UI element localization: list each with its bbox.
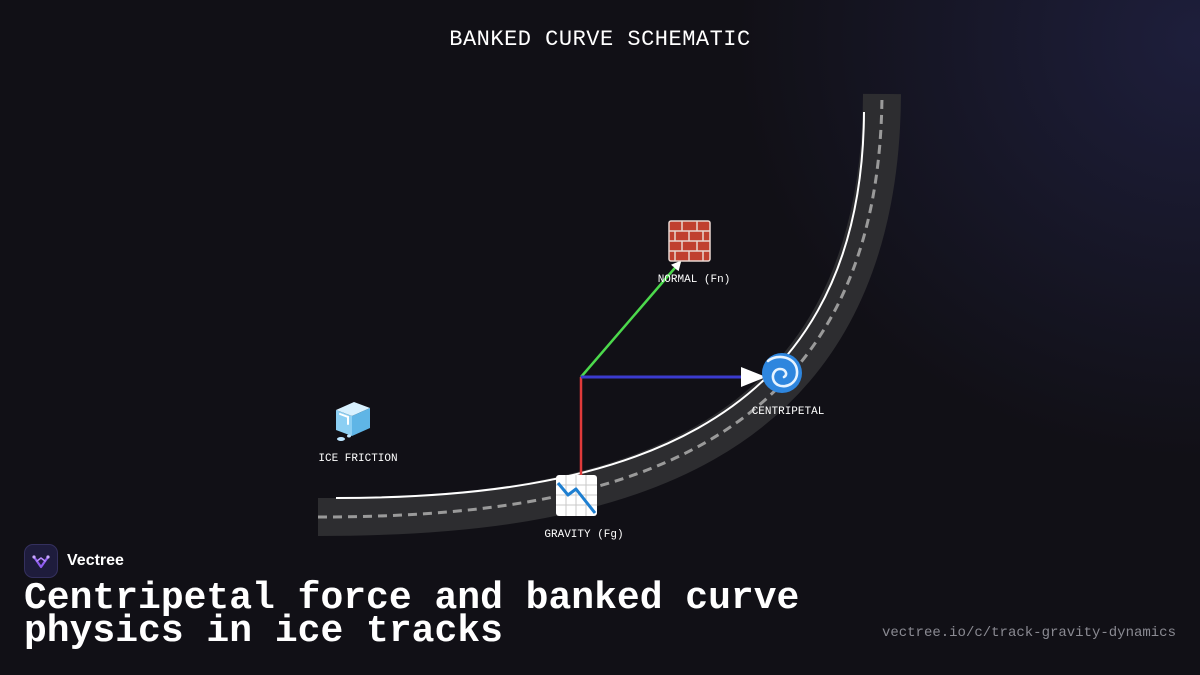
source-url[interactable]: vectree.io/c/track-gravity-dynamics xyxy=(881,625,1176,641)
brand: Vectree xyxy=(24,544,124,578)
normal-vector xyxy=(580,260,682,378)
centripetal-arrowhead xyxy=(741,367,766,387)
ice-cube-icon xyxy=(336,402,370,441)
cyclone-icon xyxy=(762,353,802,393)
brick-icon xyxy=(668,220,711,262)
brand-name: Vectree xyxy=(67,552,124,569)
track-center-line xyxy=(317,93,884,519)
centripetal-label: CENTRIPETAL xyxy=(752,406,825,418)
chart-decreasing-icon xyxy=(556,475,597,516)
gravity-label: GRAVITY (Fg) xyxy=(544,529,623,541)
track-band xyxy=(317,93,901,536)
ice-friction-label: ICE FRICTION xyxy=(318,453,397,465)
vectree-logo-icon xyxy=(24,544,58,578)
track-inner-edge xyxy=(335,111,865,499)
diagram-title: BANKED CURVE SCHEMATIC xyxy=(449,27,751,52)
normal-label: NORMAL (Fn) xyxy=(658,274,731,286)
headline: Centripetal force and banked curve physi… xyxy=(24,577,800,653)
